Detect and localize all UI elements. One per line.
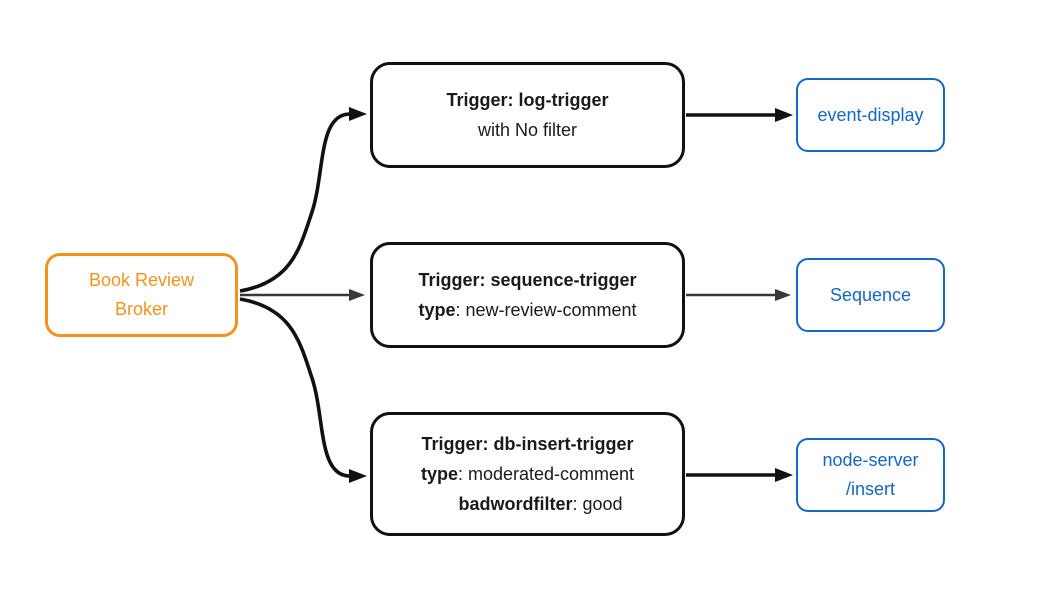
db-insert-trigger-filter-line: badwordfilter: good	[373, 489, 682, 519]
sequence-trigger-type-value: : new-review-comment	[455, 300, 637, 320]
sequence-trigger-type-key: type	[418, 300, 456, 320]
node-sequence: Sequence	[796, 258, 945, 332]
sequence-trigger-title: Trigger: sequence-trigger	[418, 270, 637, 290]
db-insert-trigger-type-value: : moderated-comment	[457, 464, 635, 484]
event-display-label: event-display	[817, 104, 924, 125]
log-trigger-title: Trigger: log-trigger	[446, 90, 609, 110]
node-server-label-line2: /insert	[845, 479, 896, 499]
node-sequence-trigger: Trigger: sequence-trigger type: new-revi…	[370, 242, 685, 348]
db-insert-trigger-type-line: type: moderated-comment	[373, 459, 682, 489]
node-node-server-insert: node-server /insert	[796, 438, 945, 512]
node-server-label-line1: node-server	[822, 450, 919, 470]
db-insert-trigger-filter-key: badwordfilter	[458, 494, 573, 514]
broker-label-line1: Book Review	[88, 270, 195, 290]
node-book-review-broker: Book Review Broker	[45, 253, 238, 337]
db-insert-trigger-type-key: type	[420, 464, 458, 484]
node-log-trigger: Trigger: log-trigger with No filter	[370, 62, 685, 168]
db-insert-trigger-title: Trigger: db-insert-trigger	[421, 434, 634, 454]
log-trigger-filter: with No filter	[477, 120, 578, 140]
node-event-display: event-display	[796, 78, 945, 152]
sequence-label: Sequence	[829, 284, 912, 305]
edge-broker-to-db-insert-trigger	[239, 297, 367, 483]
broker-label-line2: Broker	[114, 299, 168, 319]
db-insert-trigger-filter-value: : good	[572, 494, 623, 514]
node-db-insert-trigger: Trigger: db-insert-trigger type: moderat…	[370, 412, 685, 536]
edge-broker-to-log-trigger	[239, 107, 367, 293]
sequence-trigger-type-line: type: new-review-comment	[373, 295, 682, 325]
